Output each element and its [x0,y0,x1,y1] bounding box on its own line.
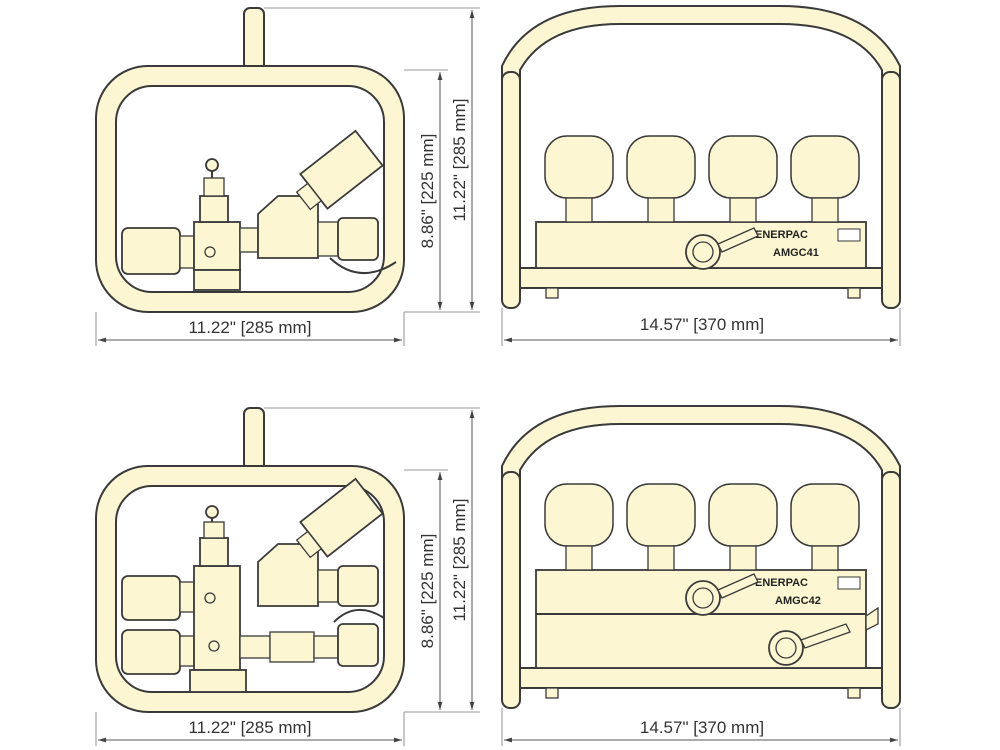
outer-height-dimension: 11.22" [285 mm] [450,99,469,222]
gauge-3 [708,483,778,571]
coupler-right [337,217,379,261]
outer-height-dimension: 11.22" [285 mm] [450,499,469,622]
gauge-3 [708,135,778,223]
width-dimension: 11.22" [285 mm] [189,318,312,337]
valve-knob [205,505,219,519]
model-label: AMGC41 [773,247,819,259]
gauge-2 [626,135,696,223]
handle-post [243,407,265,471]
frame-upright-left [501,471,521,709]
gauge-side-left [121,227,181,275]
brand-label: ENERPAC [755,577,808,589]
inner-height-dimension: 8.86" [225 mm] [418,134,437,249]
valve-block [193,565,241,671]
valve-block [193,221,241,271]
gauge-1 [544,483,614,571]
coupler-lower [337,623,379,667]
gauge-side-lower [121,629,181,675]
gauge-side-upper [121,575,181,621]
gauge-1 [544,135,614,223]
brand-label: ENERPAC [755,229,808,241]
width-dimension: 14.57" [370 mm] [640,718,764,737]
handle-post [243,7,265,71]
side-view-amgc42: 11.22" [285 mm] 8.86" [225 mm] 11.22" [2… [95,407,480,746]
frame-upright-left [501,71,521,309]
frame-upright-right [881,71,901,309]
valve-knob [205,158,219,172]
carry-handle [501,405,901,481]
width-dimension: 11.22" [285 mm] [189,718,312,737]
base-rail [519,667,883,689]
carry-handle [501,5,901,81]
coupler-upper [337,565,379,607]
front-view-amgc41: ENERPAC AMGC41 14.57" [370 mm] [501,5,901,346]
hose-fitting [269,631,315,663]
front-view-amgc42: ENERPAC AMGC42 14.57" [370 mm] [501,405,901,746]
inner-height-dimension: 8.86" [225 mm] [418,534,437,649]
model-label: AMGC42 [775,595,821,607]
gauge-2 [626,483,696,571]
frame-upright-right [881,471,901,709]
gauge-4 [790,483,860,571]
base-rail [519,267,883,289]
width-dimension: 14.57" [370 mm] [640,315,764,334]
side-view-amgc41: 11.22" [285 mm] 8.86" [225 mm] 11.22" [2… [95,7,480,346]
gauge-4 [790,135,860,223]
